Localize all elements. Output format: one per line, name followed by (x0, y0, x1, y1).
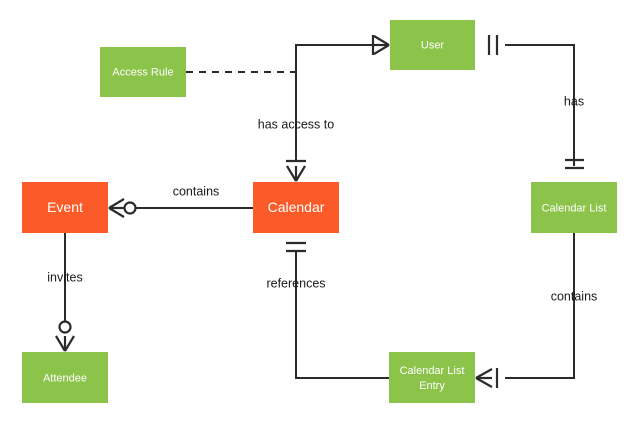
rel-label-references: references (266, 276, 325, 290)
entity-access-rule[interactable]: Access Rule (100, 47, 186, 97)
notation-exactly-one-calendar-bottom (286, 241, 306, 253)
notation-zero-or-many-attendee (55, 320, 75, 352)
entity-access-rule-label: Access Rule (112, 66, 173, 78)
entity-user-rect[interactable] (390, 20, 475, 70)
entity-calendar-rect[interactable] (253, 182, 339, 233)
entity-calendar-list-label: Calendar List (542, 202, 607, 214)
rel-label-has: has (564, 94, 584, 108)
rel-label-invites: invites (47, 270, 82, 284)
entity-attendee-rect[interactable] (22, 352, 108, 403)
entity-event-rect[interactable] (22, 182, 108, 233)
entity-calendar-list-entry[interactable]: Calendar List Entry (389, 352, 475, 403)
rel-label-has-access-to: has access to (258, 117, 334, 131)
entity-event-label: Event (47, 199, 83, 215)
notation-exactly-one-user-right (487, 35, 499, 55)
edge-user-calendar (295, 44, 375, 160)
entity-user[interactable]: User (390, 20, 475, 70)
entity-calendar-list-entry-rect[interactable] (389, 352, 475, 403)
notation-one-and-many-user-left (371, 35, 390, 55)
entity-calendar-list-entry-label-line2: Entry (419, 380, 445, 392)
notation-one-and-many-calendar-top (286, 159, 306, 182)
notation-exactly-one-calendarlist-top (565, 158, 584, 170)
rel-label-contains-event-calendar: contains (173, 184, 220, 198)
entity-calendar-label: Calendar (268, 199, 325, 215)
edge-calendar-entry (295, 250, 389, 379)
entity-attendee-label: Attendee (43, 372, 87, 384)
edge-calendarlist-entry (505, 233, 575, 379)
entity-calendar-list[interactable]: Calendar List (531, 182, 617, 233)
entity-event[interactable]: Event (22, 182, 108, 233)
entity-calendar-list-rect[interactable] (531, 182, 617, 233)
entity-attendee[interactable]: Attendee (22, 352, 108, 403)
edge-user-calendarlist (505, 44, 575, 166)
entity-calendar[interactable]: Calendar (253, 182, 339, 233)
rel-label-contains-calendarlist-entry: contains (551, 289, 598, 303)
entity-access-rule-rect[interactable] (100, 47, 186, 97)
entity-calendar-list-entry-label-line1: Calendar List (400, 365, 465, 377)
notation-zero-or-many-event (108, 198, 137, 218)
notation-one-and-many-entry-right (475, 368, 499, 388)
entity-user-label: User (421, 39, 445, 51)
